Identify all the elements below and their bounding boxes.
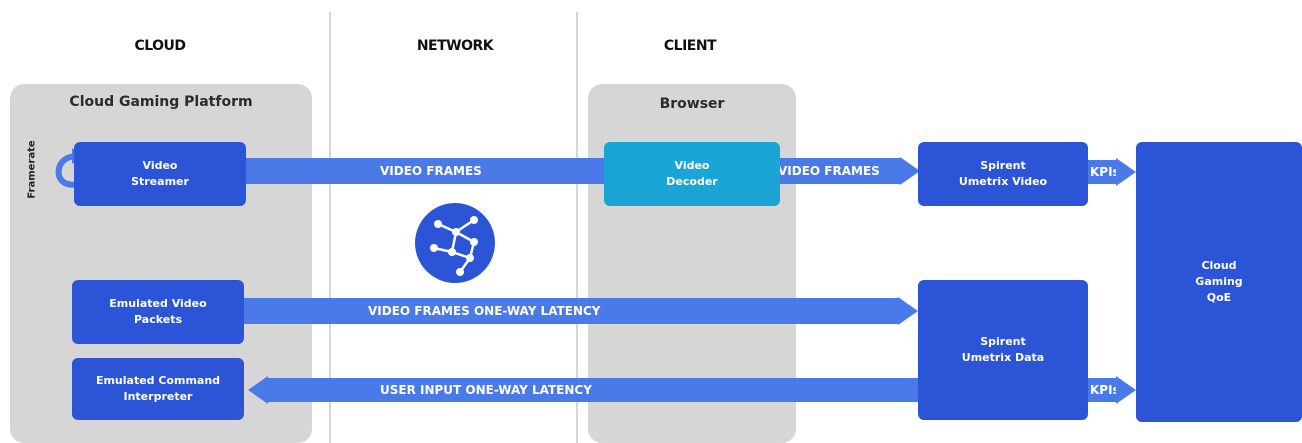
emulated-command-interpreter-box: Emulated Command Interpreter: [72, 358, 244, 420]
kpis-arrow-1: KPIs: [1088, 160, 1120, 184]
spirent-umetrix-data-box: Spirent Umetrix Data: [918, 280, 1088, 420]
video-one-way-latency-arrow-head: [898, 297, 918, 325]
user-input-one-way-latency-arrow-head: [248, 376, 268, 404]
video-frames-arrow-1-label: VIDEO FRAMES: [380, 164, 482, 178]
video-frames-arrow-2-head: [900, 157, 920, 185]
column-header-client: CLIENT: [663, 38, 717, 54]
cloud-gaming-qoe-box: Cloud Gaming QoE: [1136, 142, 1302, 422]
network-globe-icon: [415, 203, 495, 283]
browser-title: Browser: [659, 96, 725, 112]
framerate-label-wrap: Framerate: [22, 130, 42, 220]
cloud-platform-title: Cloud Gaming Platform: [69, 94, 253, 110]
video-frames-arrow-2-label: VIDEO FRAMES: [778, 164, 880, 178]
kpis-arrow-1-label: KPIs: [1090, 165, 1120, 179]
kpis-arrow-2: KPIs: [1088, 378, 1120, 402]
emulated-video-packets-box: Emulated Video Packets: [72, 280, 244, 344]
video-frames-arrow-1: VIDEO FRAMES: [240, 158, 612, 184]
video-decoder-box: Video Decoder: [604, 142, 780, 206]
kpis-arrow-2-label: KPIs: [1090, 383, 1120, 397]
column-header-cloud: CLOUD: [134, 38, 186, 54]
user-input-one-way-latency-label: USER INPUT ONE-WAY LATENCY: [380, 383, 592, 397]
spirent-umetrix-video-box: Spirent Umetrix Video: [918, 142, 1088, 206]
user-input-one-way-latency-arrow: USER INPUT ONE-WAY LATENCY: [266, 378, 920, 402]
divider-network-client: [576, 12, 578, 443]
video-frames-arrow-2: VIDEO FRAMES: [776, 158, 900, 184]
kpis-arrow-1-head: [1116, 158, 1136, 186]
framerate-label: Framerate: [26, 140, 38, 199]
divider-cloud-network: [329, 12, 331, 443]
video-one-way-latency-arrow: VIDEO FRAMES ONE-WAY LATENCY: [240, 298, 900, 324]
kpis-arrow-2-head: [1116, 376, 1136, 404]
column-header-network: NETWORK: [416, 38, 494, 54]
video-one-way-latency-label: VIDEO FRAMES ONE-WAY LATENCY: [368, 304, 601, 318]
video-streamer-box: Video Streamer: [74, 142, 246, 206]
